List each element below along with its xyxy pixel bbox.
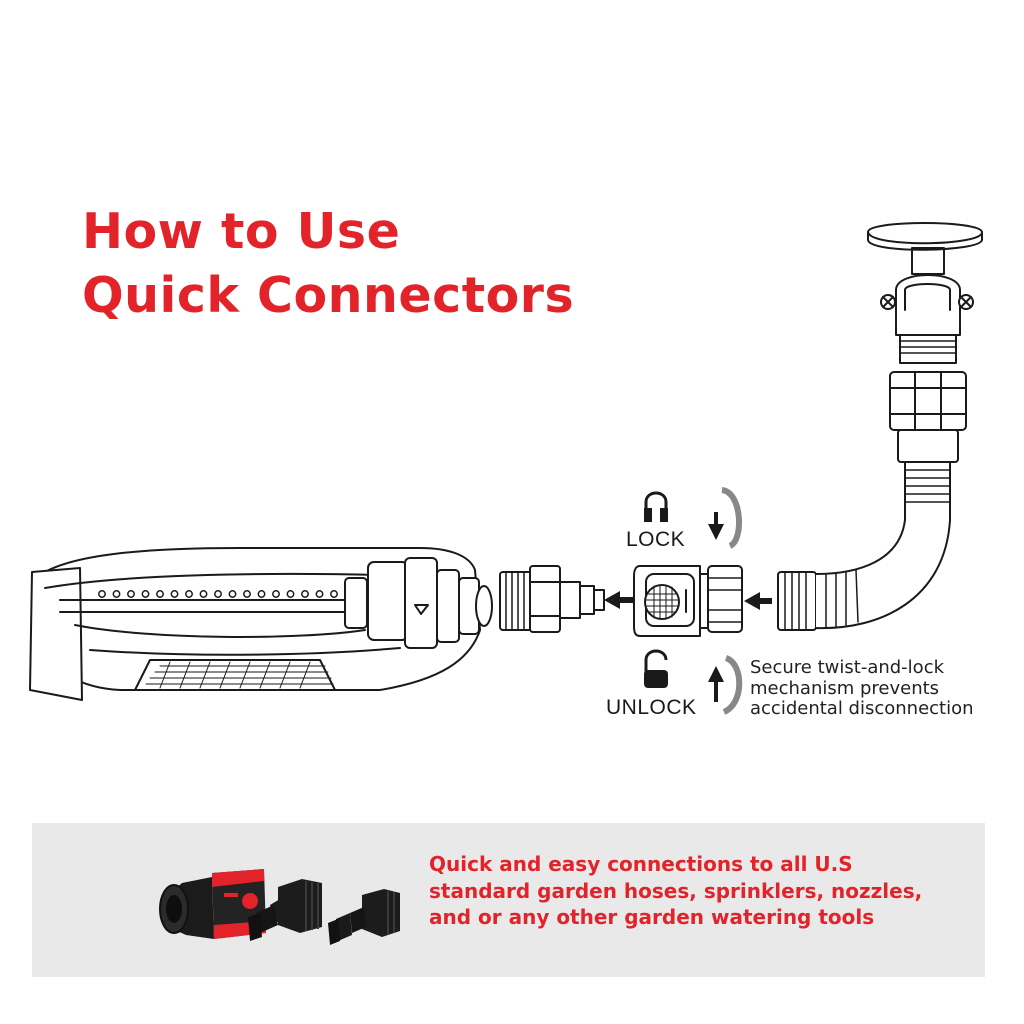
sprinkler-nozzle: [257, 590, 266, 598]
title-line-1: How to Use: [82, 203, 401, 260]
left-arrow-icon: [744, 592, 772, 610]
mechanism-note: Secure twist-and-lock mechanism prevents…: [750, 657, 974, 720]
male-connector-illustration: [499, 565, 605, 633]
sprinkler-nozzle: [185, 590, 193, 598]
flow-arrows: [604, 591, 772, 610]
quick-connector-illustration: [633, 565, 743, 637]
feature-line-2: standard garden hoses, sprinklers, nozzl…: [429, 878, 923, 903]
sprinkler-nozzle: [170, 590, 179, 598]
connector-products-image: [159, 869, 400, 945]
sprinkler-nozzle: [98, 590, 106, 598]
sprinkler-nozzle: [243, 590, 251, 598]
sprinkler-nozzle: [272, 590, 280, 598]
sprinkler-nozzle: [214, 590, 222, 598]
sprinkler-nozzle: [112, 590, 121, 598]
page-title: How to Use Quick Connectors: [82, 200, 574, 328]
sprinkler-nozzle: [199, 590, 208, 598]
sprinkler-nozzle: [286, 590, 295, 598]
sprinkler-illustration: [29, 547, 493, 701]
sprinkler-nozzle: [301, 590, 309, 598]
sprinkler-nozzle: [141, 590, 150, 598]
feature-line-3: and or any other garden watering tools: [429, 905, 875, 929]
note-line-1: Secure twist-and-lock: [750, 657, 945, 678]
title-line-2: Quick Connectors: [82, 267, 575, 324]
sprinkler-nozzle: [228, 590, 237, 598]
rotate-arrow-icon: [708, 487, 742, 549]
rotate-arrow-icon: [708, 655, 743, 715]
hose-adapter-product: [248, 879, 322, 941]
sprinkler-nozzle: [315, 590, 324, 598]
unlock-label: UNLOCK: [606, 696, 697, 719]
quick-connector-product: [159, 869, 266, 939]
feature-line-1: Quick and easy connections to all U.S: [429, 852, 853, 876]
hose-adapter-product: [328, 889, 400, 945]
note-line-3: accidental disconnection: [750, 698, 974, 719]
padlock-open-icon: [644, 649, 668, 688]
feature-panel: Quick and easy connections to all U.S st…: [32, 823, 985, 977]
sprinkler-nozzle: [330, 590, 338, 598]
feature-description: Quick and easy connections to all U.S st…: [429, 851, 922, 931]
sprinkler-nozzle: [156, 590, 164, 598]
note-line-2: mechanism prevents: [750, 677, 940, 699]
left-arrow-icon: [604, 591, 634, 609]
lock-label: LOCK: [626, 528, 686, 551]
padlock-closed-icon: [644, 491, 668, 522]
hose-illustration: [777, 222, 983, 631]
sprinkler-nozzle: [127, 590, 135, 598]
